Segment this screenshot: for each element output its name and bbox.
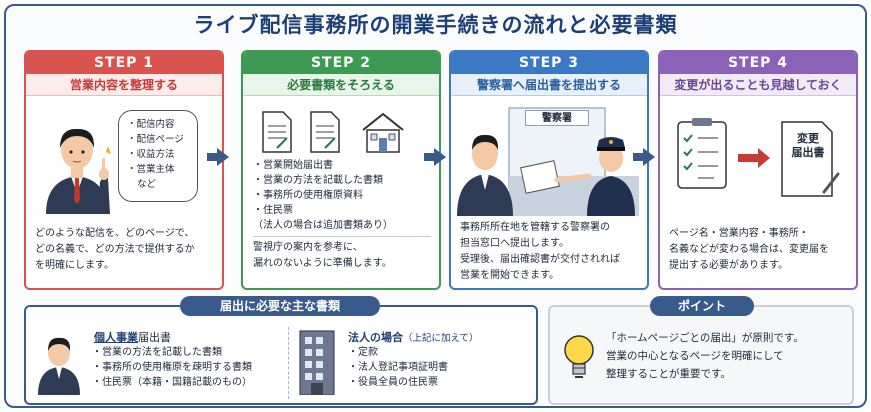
individual-heading-rest: 届出書	[138, 331, 171, 344]
step-4-text: ページ名・営業内容・事務所・ 名義などが変わる場合は、変更届を 提出する必要があ…	[669, 226, 856, 274]
businessman-thinking-icon	[46, 128, 111, 214]
list-item: （法人の場合は追加書類あり）	[253, 220, 393, 231]
text-line: 営業を開始できます。	[460, 270, 559, 281]
text-line: を明確にします。	[35, 260, 114, 271]
corporate-doc-list: ・定款 ・法人登記事項証明書 ・役員全員の住民票	[348, 345, 528, 390]
step-4-card: STEP 4 変更が出ることも見越しておく 変更 届出書 ページ名・営業内容・事…	[658, 50, 858, 290]
step-1-text: どのような配信を、どのページで、 どの名義で、どの方法で提供するか を明確にしま…	[35, 226, 221, 274]
text-line: ページ名・営業内容・事務所・	[669, 228, 809, 239]
text-line: 漏れのないように準備します。	[253, 258, 392, 269]
step-3-subtitle: 警察署へ届出書を提出する	[451, 74, 647, 96]
arrow-icon	[207, 148, 229, 166]
point-text: 「ホームページごとの届出」が原則です。 営業の中心となるページを明確にして 整理…	[606, 329, 850, 383]
individual-heading-strong: 個人事業	[94, 331, 138, 344]
text-line: 事務所所在地を管轄する警察署の	[460, 222, 610, 233]
list-item: ・事務所の使用権原を疎明する書類	[92, 362, 252, 373]
office-building-icon	[299, 330, 335, 395]
arrow-icon	[424, 148, 446, 166]
step-3-text: 事務所所在地を管轄する警察署の 担当窓口へ提出します。 受理後、届出確認書が交付…	[460, 220, 647, 284]
text-line: どの名義で、どの方法で提供するか	[35, 244, 195, 255]
list-item: ・住民票（本籍・国籍記載のもの）	[92, 377, 252, 388]
bubble-item: ・配信ページ	[127, 134, 184, 145]
text-line: 変更	[797, 132, 819, 145]
step-1-label: STEP 1	[26, 52, 222, 74]
businessman-icon	[38, 337, 80, 395]
text-line: 受理後、届出確認書が交付されれば	[460, 254, 620, 265]
corporate-heading: 法人の場合（上記に加えて）	[348, 329, 479, 345]
change-form-label: 変更 届出書	[784, 132, 832, 160]
step-3-card: STEP 3 警察署へ届出書を提出する 警察署 事務所所在地を管轄する警察署の …	[449, 50, 649, 290]
text-line: 名義などが変わる場合は、変更届を	[669, 244, 829, 255]
documents-and-house-icon	[262, 111, 404, 153]
divider	[288, 327, 289, 399]
list-item: ・営業開始届出書	[253, 160, 333, 171]
step-3-label: STEP 3	[451, 52, 647, 74]
step-2-subtitle: 必要書類をそろえる	[243, 74, 439, 96]
bubble-item: ・配信内容	[127, 119, 175, 130]
step-1-subtitle: 営業内容を整理する	[26, 74, 222, 96]
text-line: 届出書	[791, 146, 825, 159]
point-box: 「ホームページごとの届出」が原則です。 営業の中心となるページを明確にして 整理…	[548, 305, 854, 405]
text-line: 「ホームページごとの届出」が原則です。	[606, 332, 804, 344]
lightbulb-icon	[564, 335, 594, 378]
list-item: ・役員全員の住民票	[348, 377, 438, 388]
list-item: ・住民票	[253, 205, 293, 216]
text-line: 担当窓口へ提出します。	[460, 238, 569, 249]
text-line: どのような配信を、どのページで、	[35, 228, 195, 239]
arrow-icon	[633, 148, 655, 166]
individual-heading: 個人事業届出書	[94, 329, 171, 345]
step-2-doc-list: ・営業開始届出書 ・営業の方法を記載した書類 ・事務所の使用権原資料 ・住民票 …	[253, 158, 439, 233]
text-line: 提出する必要があります。	[669, 260, 788, 271]
individual-doc-list: ・営業の方法を記載した書類 ・事務所の使用権原を疎明する書類 ・住民票（本籍・国…	[92, 345, 282, 390]
text-line: 警視庁の案内を参考に、	[253, 242, 363, 253]
divider	[253, 236, 431, 237]
bubble-item: ・収益方法	[127, 149, 175, 160]
list-item: ・法人登記事項証明書	[348, 362, 448, 373]
corporate-heading-strong: 法人の場合	[348, 331, 403, 344]
required-docs-tag: 届出に必要な主な書類	[180, 296, 380, 316]
corporate-heading-note: （上記に加えて）	[403, 333, 479, 344]
police-station-sign: 警察署	[525, 110, 589, 126]
step-4-label: STEP 4	[660, 52, 856, 74]
point-tag: ポイント	[650, 296, 754, 316]
step-4-subtitle: 変更が出ることも見越しておく	[660, 74, 856, 96]
text-line: 整理することが重要です。	[606, 368, 731, 380]
checklist-to-document-icon	[677, 118, 840, 197]
police-counter-icon	[457, 107, 639, 216]
step-1-card: STEP 1 営業内容を整理する ・配信内容 ・配信ページ ・収益方法 ・営業主…	[24, 50, 224, 290]
list-item: ・事務所の使用権原資料	[253, 190, 363, 201]
list-item: ・営業の方法を記載した書類	[92, 347, 222, 358]
step-2-card: STEP 2 必要書類をそろえる ・営業開始届出書 ・営業の方法を記載した書類 …	[241, 50, 441, 290]
text-line: 営業の中心となるページを明確にして	[606, 350, 784, 362]
required-docs-box: 個人事業届出書 ・営業の方法を記載した書類 ・事務所の使用権原を疎明する書類 ・…	[24, 305, 538, 405]
list-item: ・定款	[348, 347, 378, 358]
step-2-text: 警視庁の案内を参考に、 漏れのないように準備します。	[253, 240, 439, 272]
bubble-item: など	[137, 179, 157, 190]
bubble-item: ・営業主体	[127, 164, 175, 175]
list-item: ・営業の方法を記載した書類	[253, 175, 383, 186]
page-title: ライブ配信事務所の開業手続きの流れと必要書類	[193, 13, 678, 37]
step-2-label: STEP 2	[243, 52, 439, 74]
step-1-bubble: ・配信内容 ・配信ページ ・収益方法 ・営業主体 など	[118, 110, 198, 202]
